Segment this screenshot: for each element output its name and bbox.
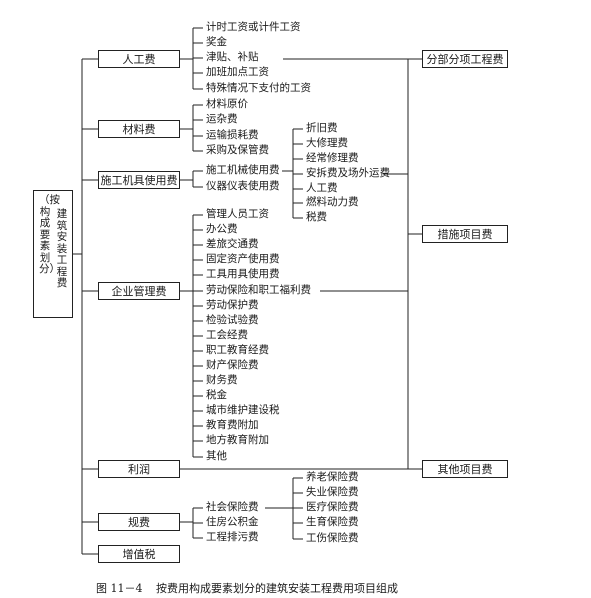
management-item: 检验试验费	[206, 314, 259, 326]
labor-item: 津贴、补贴	[206, 51, 259, 63]
category-fees: 规费	[98, 513, 180, 531]
material-item: 运杂费	[206, 113, 238, 125]
insurance-item: 工伤保险费	[306, 532, 359, 544]
measures-project-cost-box: 措施项目费	[422, 225, 508, 243]
machine-cost-item: 折旧费	[306, 122, 338, 134]
management-item: 办公费	[206, 223, 238, 235]
category-material: 材料费	[98, 120, 180, 138]
management-item: 地方教育附加	[206, 434, 269, 446]
management-item: 财务费	[206, 374, 238, 386]
insurance-item: 生育保险费	[306, 516, 359, 528]
machine-cost-item: 燃料动力费	[306, 196, 359, 208]
management-item: 教育费附加	[206, 419, 259, 431]
machine-cost-item: 人工费	[306, 182, 338, 194]
root-title: 建筑安装工程费	[56, 208, 68, 289]
subdivision-project-cost-box: 分部分项工程费	[422, 50, 508, 68]
material-item: 运输损耗费	[206, 129, 259, 141]
management-item: 工会经费	[206, 329, 248, 341]
management-item: 财产保险费	[206, 359, 259, 371]
machinery-item: 仪器仪表使用费	[206, 180, 280, 192]
management-item: 城市维护建设税	[206, 404, 280, 416]
fee-item: 工程排污费	[206, 531, 259, 543]
management-item: 管理人员工资	[206, 208, 269, 220]
material-item: 材料原价	[206, 98, 248, 110]
category-labor: 人工费	[98, 50, 180, 68]
labor-item: 计时工资或计件工资	[206, 21, 301, 33]
management-item: 职工教育经费	[206, 344, 269, 356]
category-machinery: 施工机具使用费	[98, 171, 180, 189]
insurance-item: 养老保险费	[306, 471, 359, 483]
management-item: 劳动保险和职工福利费	[206, 284, 311, 296]
management-item: 固定资产使用费	[206, 253, 280, 265]
management-item: 其他	[206, 450, 227, 462]
fee-item: 社会保险费	[206, 501, 259, 513]
machine-cost-item: 税费	[306, 211, 327, 223]
material-item: 采购及保管费	[206, 144, 269, 156]
management-item: 税金	[206, 389, 227, 401]
insurance-item: 医疗保险费	[306, 501, 359, 513]
labor-item: 特殊情况下支付的工资	[206, 82, 311, 94]
labor-item: 加班加点工资	[206, 66, 269, 78]
labor-item: 奖金	[206, 36, 227, 48]
root-subtitle: （按构成要素划分）	[39, 194, 60, 275]
fee-item: 住房公积金	[206, 516, 259, 528]
figure-title: 按费用构成要素划分的建筑安装工程费用项目组成	[156, 582, 398, 595]
machine-cost-item: 安拆费及场外运费	[306, 167, 390, 179]
root-box: （按构成要素划分） 建筑安装工程费	[33, 190, 73, 318]
machine-cost-item: 经常修理费	[306, 152, 359, 164]
machine-cost-item: 大修理费	[306, 137, 348, 149]
machinery-item: 施工机械使用费	[206, 164, 280, 176]
management-item: 劳动保护费	[206, 299, 259, 311]
other-project-cost-box: 其他项目费	[422, 460, 508, 478]
category-vat: 增值税	[98, 545, 180, 563]
figure-caption: 图 11－4 按费用构成要素划分的建筑安装工程费用项目组成	[96, 580, 408, 596]
category-management: 企业管理费	[98, 282, 180, 300]
figure-number: 图 11－4	[96, 582, 143, 595]
management-item: 工具用具使用费	[206, 268, 280, 280]
category-profit: 利润	[98, 460, 180, 478]
insurance-item: 失业保险费	[306, 486, 359, 498]
management-item: 差旅交通费	[206, 238, 259, 250]
